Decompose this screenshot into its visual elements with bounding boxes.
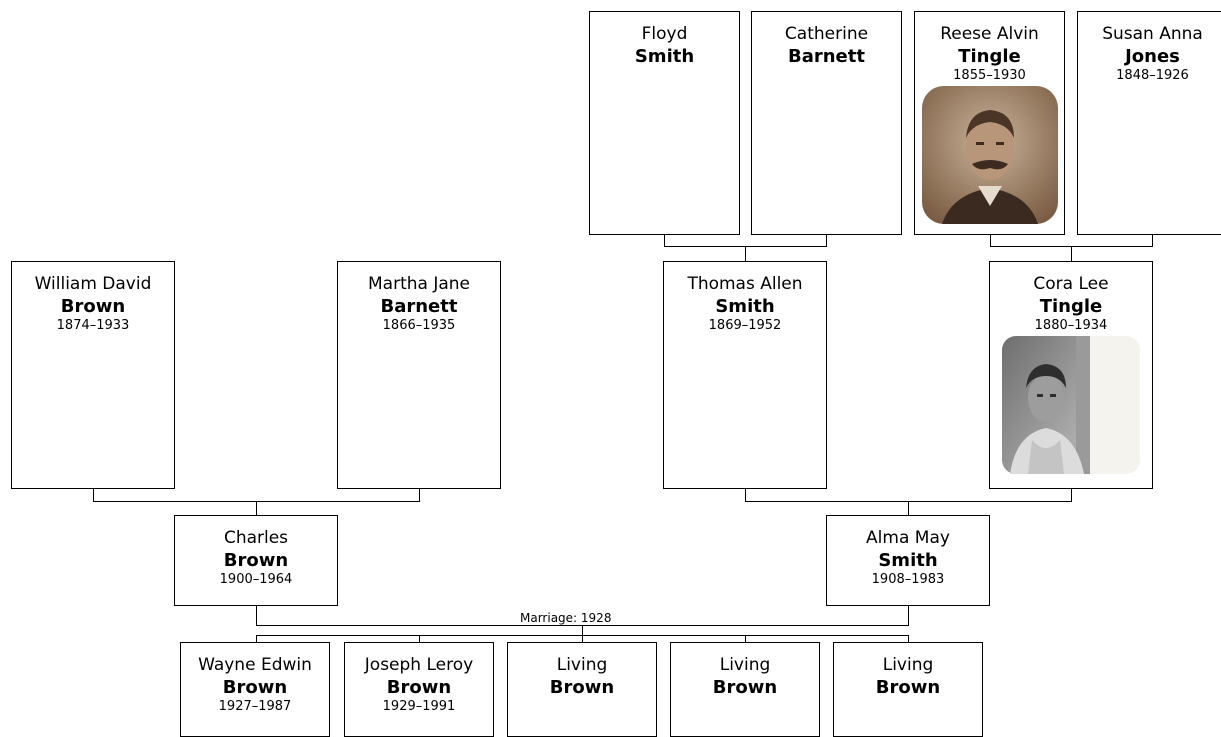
connector-line bbox=[990, 235, 991, 247]
person-susan-jones[interactable]: Susan Anna Jones 1848–1926 bbox=[1077, 11, 1221, 235]
connector-line bbox=[745, 489, 746, 502]
life-dates: 1908–1983 bbox=[871, 572, 945, 587]
life-dates: 1848–1926 bbox=[1116, 68, 1189, 83]
life-dates: 1874–1933 bbox=[56, 318, 130, 333]
connector-line bbox=[664, 235, 665, 247]
connector-line bbox=[1152, 235, 1153, 247]
given-name: Martha Jane bbox=[368, 274, 470, 294]
surname: Smith bbox=[634, 46, 695, 67]
person-living-brown[interactable]: Living Brown bbox=[507, 642, 657, 737]
person-martha-barnett[interactable]: Martha Jane Barnett 1866–1935 bbox=[337, 261, 501, 489]
surname: Brown bbox=[712, 677, 778, 698]
life-dates: 1929–1991 bbox=[382, 699, 456, 714]
given-name: Cora Lee bbox=[1033, 274, 1109, 294]
surname: Tingle bbox=[1039, 296, 1103, 317]
given-name: Living bbox=[556, 655, 608, 675]
surname: Smith bbox=[878, 550, 938, 571]
connector-line bbox=[908, 606, 909, 626]
connector-line bbox=[256, 606, 257, 626]
person-cora-tingle[interactable]: Cora Lee Tingle 1880–1934 bbox=[989, 261, 1153, 489]
connector-line bbox=[419, 489, 420, 502]
life-dates: 1900–1964 bbox=[219, 572, 293, 587]
given-name: Thomas Allen bbox=[687, 274, 803, 294]
given-name: Reese Alvin bbox=[940, 24, 1039, 44]
person-joseph-brown[interactable]: Joseph Leroy Brown 1929–1991 bbox=[344, 642, 494, 737]
given-name: Wayne Edwin bbox=[198, 655, 312, 675]
surname: Tingle bbox=[958, 46, 1021, 67]
given-name: Living bbox=[719, 655, 771, 675]
connector-line bbox=[745, 635, 746, 642]
portrait-photo[interactable] bbox=[1002, 336, 1140, 474]
connector-line bbox=[93, 489, 94, 502]
given-name: Charles bbox=[223, 528, 289, 548]
surname: Brown bbox=[60, 296, 126, 317]
marriage-label: Marriage: 1928 bbox=[518, 611, 614, 625]
connector-line bbox=[256, 501, 257, 515]
surname: Smith bbox=[715, 296, 775, 317]
given-name: Joseph Leroy bbox=[364, 655, 474, 675]
person-alma-smith[interactable]: Alma May Smith 1908–1983 bbox=[826, 515, 990, 606]
connector-line bbox=[256, 635, 257, 642]
connector-line bbox=[1071, 246, 1072, 261]
given-name: Living bbox=[882, 655, 934, 675]
person-catherine-barnett[interactable]: Catherine Barnett bbox=[751, 11, 902, 235]
surname: Brown bbox=[875, 677, 941, 698]
person-charles-brown[interactable]: Charles Brown 1900–1964 bbox=[174, 515, 338, 606]
person-wayne-brown[interactable]: Wayne Edwin Brown 1927–1987 bbox=[180, 642, 330, 737]
person-floyd-smith[interactable]: Floyd Smith bbox=[589, 11, 740, 235]
given-name: Susan Anna bbox=[1102, 24, 1203, 44]
connector-line bbox=[582, 625, 583, 636]
surname: Brown bbox=[222, 677, 288, 698]
life-dates: 1855–1930 bbox=[953, 68, 1026, 83]
given-name: Floyd bbox=[641, 24, 688, 44]
person-william-brown[interactable]: William David Brown 1874–1933 bbox=[11, 261, 175, 489]
portrait-photo[interactable] bbox=[921, 86, 1058, 224]
life-dates: 1880–1934 bbox=[1034, 318, 1108, 333]
connector-line bbox=[745, 246, 746, 261]
given-name: Catherine bbox=[784, 24, 869, 44]
surname: Jones bbox=[1125, 46, 1180, 67]
connector-line bbox=[908, 635, 909, 642]
person-reese-tingle[interactable]: Reese Alvin Tingle 1855–1930 bbox=[914, 11, 1065, 235]
connector-line bbox=[826, 235, 827, 247]
connector-line bbox=[582, 635, 583, 642]
connector-line bbox=[1071, 489, 1072, 502]
life-dates: 1869–1952 bbox=[708, 318, 782, 333]
connector-line bbox=[908, 501, 909, 515]
surname: Barnett bbox=[788, 46, 865, 67]
person-living-brown[interactable]: Living Brown bbox=[670, 642, 820, 737]
person-living-brown[interactable]: Living Brown bbox=[833, 642, 983, 737]
surname: Brown bbox=[386, 677, 452, 698]
surname: Barnett bbox=[380, 296, 458, 317]
connector-line bbox=[419, 635, 420, 642]
given-name: William David bbox=[34, 274, 152, 294]
life-dates: 1927–1987 bbox=[218, 699, 292, 714]
person-thomas-smith[interactable]: Thomas Allen Smith 1869–1952 bbox=[663, 261, 827, 489]
surname: Brown bbox=[549, 677, 615, 698]
given-name: Alma May bbox=[866, 528, 950, 548]
surname: Brown bbox=[223, 550, 289, 571]
life-dates: 1866–1935 bbox=[382, 318, 456, 333]
